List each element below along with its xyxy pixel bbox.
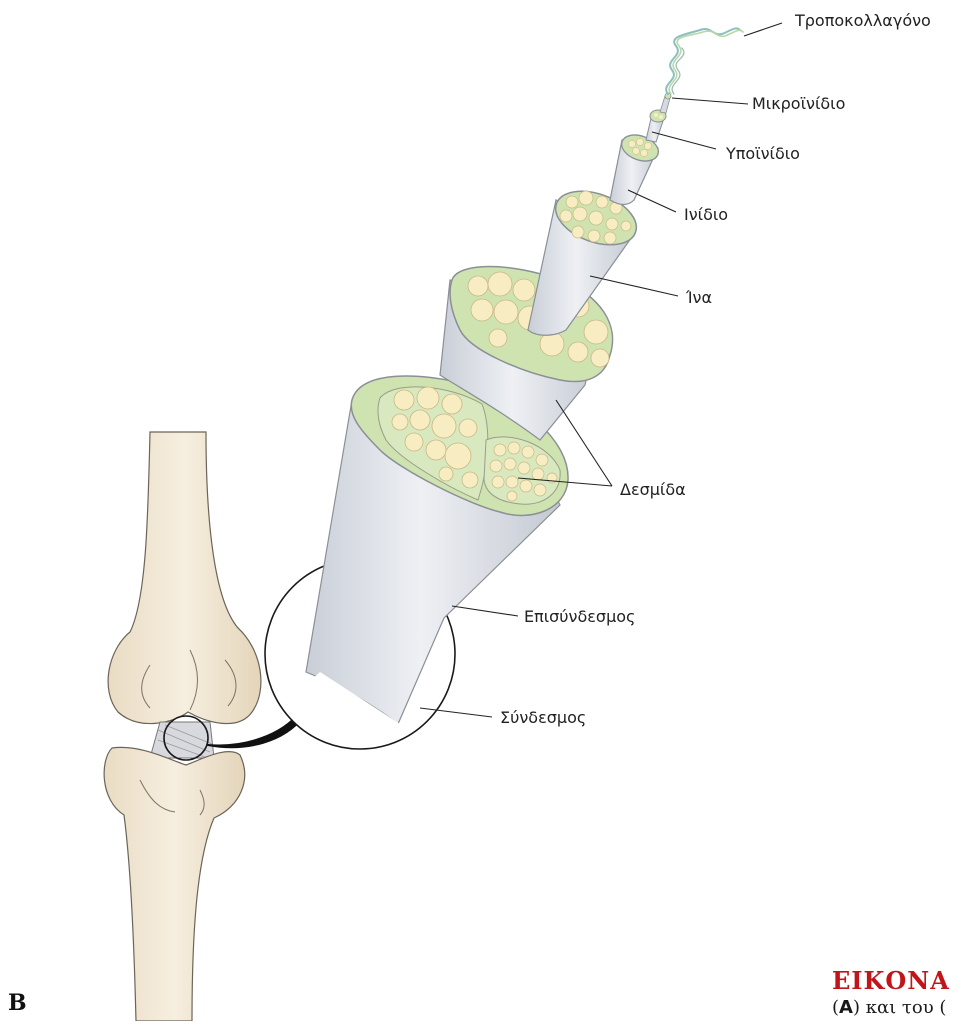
subfibril-tube	[646, 110, 666, 142]
caption-open: (	[832, 997, 839, 1018]
label-microfibril: Μικροϊνίδιο	[752, 96, 845, 112]
label-tropocollagen: Τροποκολλαγόνο	[795, 13, 931, 29]
panel-letter: B	[8, 990, 27, 1016]
knee-joint-illustration	[104, 432, 261, 1021]
femur	[108, 432, 261, 724]
label-subfibril: Υποϊνίδιο	[726, 146, 800, 162]
label-epiligament: Επισύνδεσμος	[524, 609, 635, 625]
tibia	[104, 747, 245, 1021]
caption-bold: A	[839, 997, 853, 1018]
wavy-helix	[666, 28, 743, 94]
label-ligament: Σύνδεσμος	[500, 710, 586, 726]
figure-caption: (A) και του (	[832, 997, 946, 1018]
microfibril-tube	[660, 93, 671, 113]
caption-rest: ) και του (	[853, 997, 946, 1018]
label-fibril: Ινίδιο	[684, 207, 728, 223]
figure-label: ΕΙΚΟΝΑ	[832, 966, 950, 995]
label-fascicle: Δεσμίδα	[620, 482, 686, 498]
label-fibre: Ίνα	[686, 290, 712, 306]
